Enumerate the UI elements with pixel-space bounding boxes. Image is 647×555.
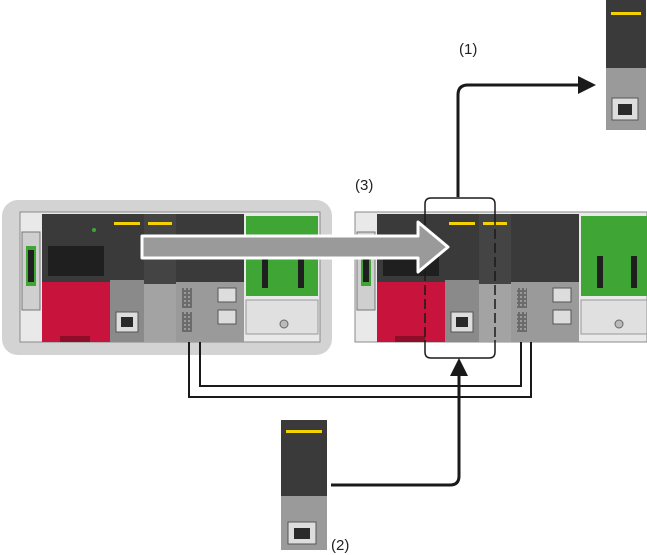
move-arrow-icon <box>140 220 450 274</box>
cpu-module <box>110 214 144 342</box>
removed-module-icon <box>606 0 646 130</box>
io-module-1 <box>144 214 176 342</box>
left-plc-system <box>19 211 321 343</box>
label-step-2: (2) <box>331 537 349 554</box>
replacement-area-outline <box>424 197 496 359</box>
replacement-module-icon <box>281 420 327 550</box>
install-arrowhead <box>450 358 468 376</box>
removal-arrowhead <box>578 76 596 94</box>
ethernet-module-right <box>545 214 579 342</box>
label-step-3: (3) <box>355 177 373 194</box>
power-supply-module <box>42 214 110 342</box>
empty-slots-left <box>245 216 319 335</box>
cpu-module-right <box>445 214 479 342</box>
network-module <box>176 214 210 342</box>
network-module-right <box>511 214 545 342</box>
power-supply-module-right <box>377 214 445 342</box>
ethernet-module <box>210 214 244 342</box>
removal-arrow <box>456 83 578 197</box>
empty-slots-right <box>580 216 647 335</box>
install-arrow <box>331 375 461 487</box>
right-plc-system <box>354 197 647 359</box>
network-cable-icon <box>188 342 532 398</box>
label-step-1: (1) <box>459 41 477 58</box>
